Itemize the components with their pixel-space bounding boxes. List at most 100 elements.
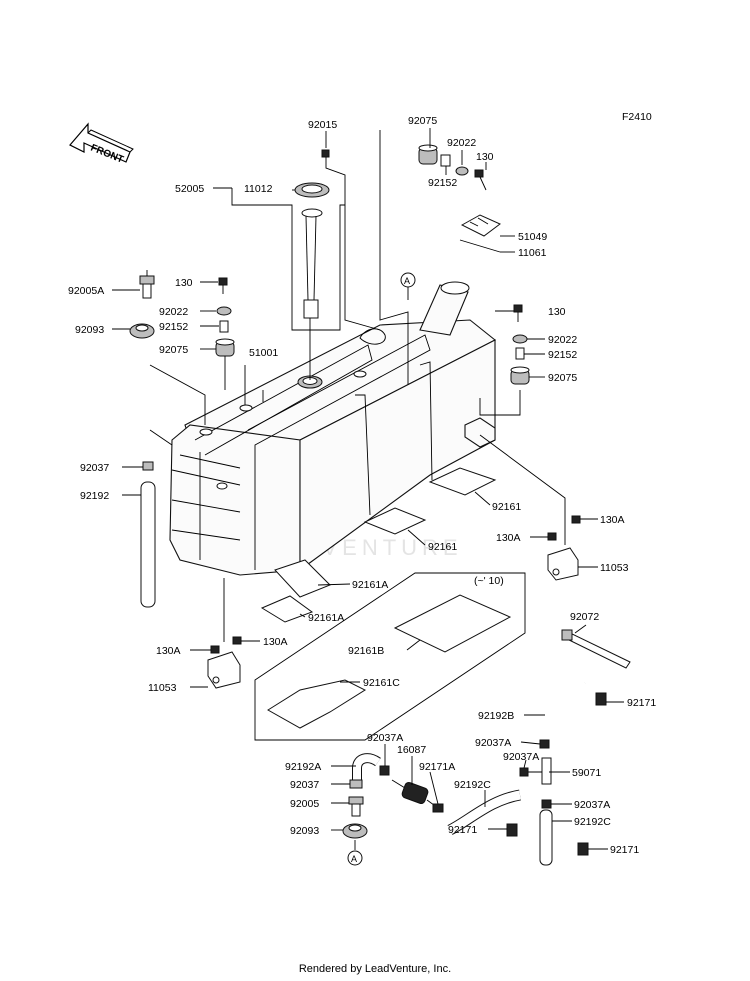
hose-92192-left [140,481,156,608]
footer-credit: Rendered by LeadVenture, Inc. [298,963,452,975]
bracket-11053-left [207,651,241,689]
label-51001[interactable]: 51001 [249,347,278,359]
grommet-92075-right [510,366,530,385]
label-11053-left[interactable]: 11053 [148,682,177,694]
pad-51049 [460,214,501,237]
washer-92022-right [512,334,528,344]
label-92161-a[interactable]: 92161 [492,501,521,513]
label-52005[interactable]: 52005 [175,183,204,195]
clamp-92037A-2 [379,765,390,776]
label-92152-right[interactable]: 92152 [548,349,577,361]
label-92072[interactable]: 92072 [570,611,599,623]
label-92037A-4[interactable]: 92037A [574,799,610,811]
label-92171-a[interactable]: 92171 [627,697,656,709]
label-92192C-2[interactable]: 92192C [574,816,611,828]
label-92005A[interactable]: 92005A [68,285,104,297]
clamp-92037A-1 [539,739,550,749]
label-130A-right-1[interactable]: 130A [600,514,625,526]
label-59071[interactable]: 59071 [572,767,601,779]
label-92075-right[interactable]: 92075 [548,372,577,384]
label-92075-top[interactable]: 92075 [408,115,437,127]
pad-92161-a [428,467,497,496]
label-130A-right-2[interactable]: 130A [496,532,521,544]
label-92152-top[interactable]: 92152 [428,177,457,189]
clip-92171-b [506,823,518,837]
clamp-92037A-4 [541,799,552,809]
collar-92152-right [515,347,525,360]
bolt-130-right [513,304,523,322]
washer-92022-top [455,166,469,176]
pad-92161A-b [260,595,314,623]
label-92161-b[interactable]: 92161 [428,541,457,553]
label-92022-top[interactable]: 92022 [447,137,476,149]
bracket-11053-right [547,547,579,581]
clip-92171-c [577,842,589,856]
label-130A-left-1[interactable]: 130A [156,645,181,657]
label-92022-left[interactable]: 92022 [159,306,188,318]
label-92171-c[interactable]: 92171 [610,844,639,856]
clip-92171-a [595,692,607,706]
pad-92161-b [363,507,427,535]
part-labels: 92015 92075 92022 130 92152 52005 11012 … [68,115,656,856]
front-arrow-icon: FRONT [69,122,134,166]
clamp-92037-bottom [349,779,363,789]
label-92161A-a[interactable]: 92161A [352,579,388,591]
pad-92161B [393,594,512,653]
label-130-top[interactable]: 130 [476,151,494,163]
bolt-92005 [348,796,364,817]
label-92093-left[interactable]: 92093 [75,324,104,336]
grommet-92075-top [418,144,438,165]
label-92022-right[interactable]: 92022 [548,334,577,346]
label-92192C-1[interactable]: 92192C [454,779,491,791]
callout-a-bottom: A [351,854,357,864]
hose-92192C-middle [447,790,521,835]
fuel-filter-16087 [391,779,439,809]
label-92037-left[interactable]: 92037 [80,462,109,474]
label-92093-bottom[interactable]: 92093 [290,825,319,837]
label-130A-left-2[interactable]: 130A [263,636,288,648]
label-92161B[interactable]: 92161B [348,645,384,657]
label-92161A-b[interactable]: 92161A [308,612,344,624]
label-16087[interactable]: 16087 [397,744,426,756]
grommet-92093-bottom [342,823,368,839]
label-92171-b[interactable]: 92171 [448,824,477,836]
collar-92152-top [440,154,451,167]
label-92037A-3[interactable]: 92037A [503,751,539,763]
bolt-130A-r1 [547,532,557,541]
grommet-92093-left [129,323,155,339]
diagram-id: F2410 [622,111,652,123]
clamp-92037A-3 [519,767,529,777]
label-92152-left[interactable]: 92152 [159,321,188,333]
label-92015[interactable]: 92015 [308,119,337,131]
label-92192A[interactable]: 92192A [285,761,321,773]
fuel-tank-body [169,281,497,576]
label-92005[interactable]: 92005 [290,798,319,810]
bolt-92005A [139,270,155,299]
label-92192-left[interactable]: 92192 [80,490,109,502]
band-92072 [561,629,631,669]
note-model-year: (~' 10) [474,575,504,587]
grommet-92075-left [215,338,235,357]
label-130-left[interactable]: 130 [175,277,193,289]
label-130-right[interactable]: 130 [548,306,566,318]
label-92037-bottom[interactable]: 92037 [290,779,319,791]
bolt-130A-l2 [232,636,242,645]
label-92075-left[interactable]: 92075 [159,344,188,356]
label-92037A-1[interactable]: 92037A [367,732,403,744]
fuel-sender-unit [301,208,323,319]
label-92171A[interactable]: 92171A [419,761,455,773]
pad-set-box [254,572,526,741]
nut-icon [321,149,330,158]
label-11061[interactable]: 11061 [518,247,547,259]
label-11053-right[interactable]: 11053 [600,562,629,574]
collar-92152-left [219,320,229,333]
label-51049[interactable]: 51049 [518,231,547,243]
label-11012[interactable]: 11012 [244,183,273,195]
label-92037A-2[interactable]: 92037A [475,737,511,749]
fuel-sender-gasket [294,182,330,198]
leader-lines [112,128,624,850]
label-92192B[interactable]: 92192B [478,710,514,722]
bolt-130A-l1 [210,645,220,654]
label-92161C[interactable]: 92161C [363,677,400,689]
